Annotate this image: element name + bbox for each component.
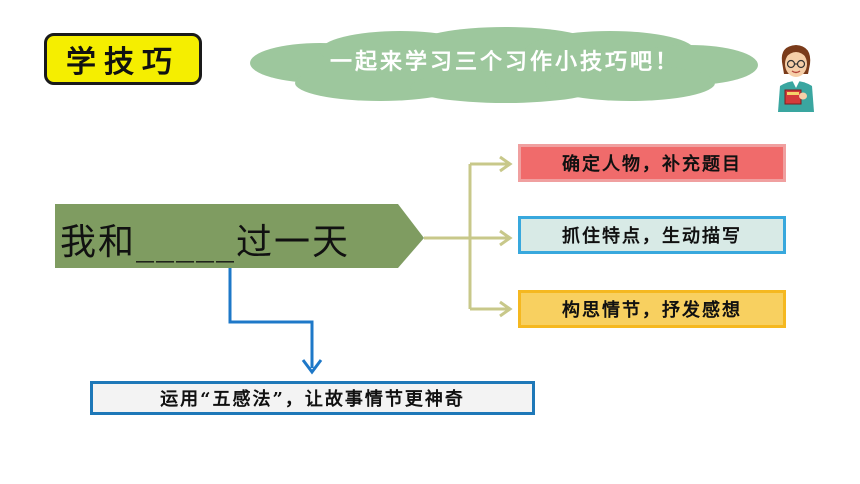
branch-arrowhead-3 <box>499 300 513 318</box>
tip-box-plot: 构思情节，抒发感想 <box>518 290 786 328</box>
tip-box-characters: 确定人物，补充题目 <box>518 144 786 182</box>
branch-arrowhead-2 <box>499 229 513 247</box>
cloud-message: 一起来学习三个习作小技巧吧！ <box>329 49 680 75</box>
down-arrowhead <box>301 359 323 375</box>
topic-arrow-shape <box>55 204 424 268</box>
section-badge-label: 学技巧 <box>66 45 180 80</box>
tip-box-description: 抓住特点，生动描写 <box>518 216 786 254</box>
topic-title: 我和_____过一天 <box>60 222 351 263</box>
five-senses-tip-box: 运用“五感法”，让故事情节更神奇 <box>90 381 535 415</box>
section-badge: 学技巧 <box>44 33 202 85</box>
branch-arrowhead-1 <box>499 155 513 173</box>
teacher-holding-book-icon <box>778 45 814 112</box>
cloud-bubble <box>250 27 758 103</box>
down-connector-line <box>228 268 314 368</box>
